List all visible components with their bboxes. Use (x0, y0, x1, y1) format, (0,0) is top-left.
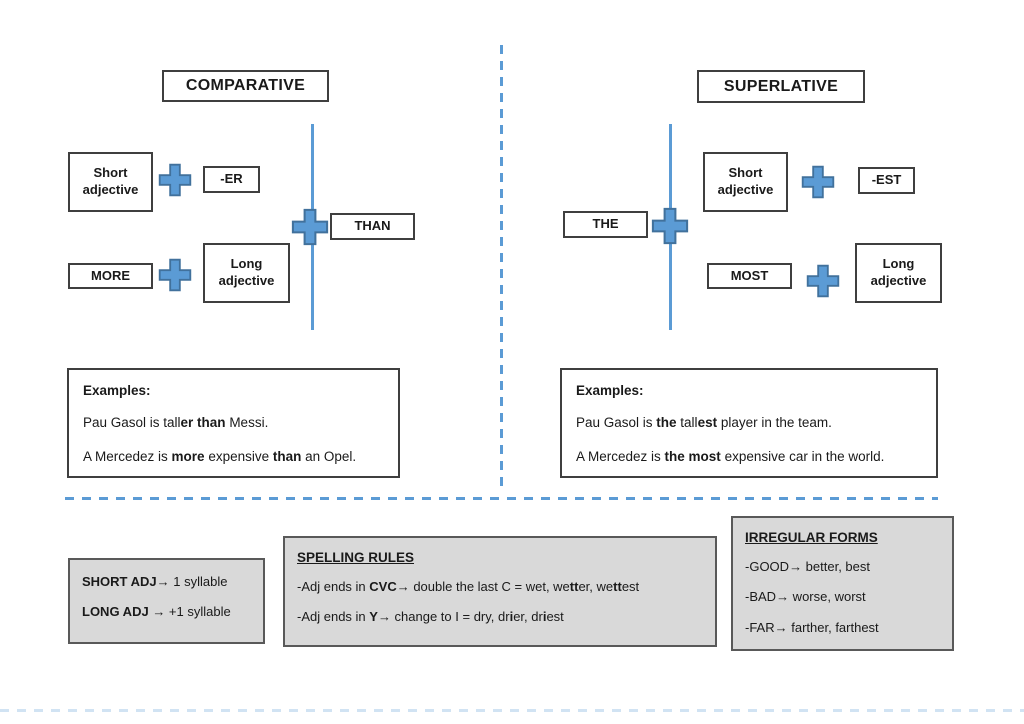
irregular-forms-box: IRREGULAR FORMS -GOOD→ better, best -BAD… (731, 516, 954, 651)
long-adjective-label: Long adjective (218, 256, 275, 288)
plus-icon (158, 258, 192, 292)
spelling-rules-box: SPELLING RULES -Adj ends in CVC→ double … (283, 536, 717, 647)
most-label: MOST (730, 267, 769, 283)
comparative-title: COMPARATIVE (185, 77, 306, 94)
syllable-rules-box: SHORT ADJ→ 1 syllable LONG ADJ → +1 syll… (68, 558, 265, 644)
irregular-forms-heading: IRREGULAR FORMS (745, 530, 878, 545)
rule-line: -Adj ends in Y→ change to I = dry, drier… (297, 609, 564, 625)
than-box: THAN (330, 213, 415, 240)
rule-line: -Adj ends in CVC→ double the last C = we… (297, 579, 640, 594)
most-box: MOST (707, 263, 792, 289)
examples-heading: Examples: (83, 383, 151, 398)
example-line: A Mercedez is the most expensive car in … (576, 448, 885, 464)
plus-icon (806, 264, 840, 298)
est-suffix-box: -EST (858, 167, 915, 194)
er-suffix-label: -ER (220, 171, 243, 187)
horizontal-dashed-divider (65, 497, 938, 500)
superlative-title: SUPERLATIVE (723, 77, 839, 95)
comparative-examples-box: Examples: Pau Gasol is taller than Messi… (67, 368, 400, 478)
plus-icon (801, 165, 835, 199)
superlative-long-adjective-box: Long adjective (855, 243, 942, 303)
plus-icon (158, 163, 192, 197)
example-line: Pau Gasol is the tallest player in the t… (576, 415, 832, 430)
more-box: MORE (68, 263, 153, 289)
short-adjective-label: Short adjective (82, 165, 139, 197)
superlative-short-adjective-box: Short adjective (703, 152, 788, 212)
rule-line: -FAR→ farther, farthest (745, 619, 879, 635)
rule-line: -GOOD→ better, best (745, 559, 870, 574)
superlative-examples-box: Examples: Pau Gasol is the tallest playe… (560, 368, 938, 478)
bottom-dashed-line (0, 709, 1024, 712)
est-suffix-label: -EST (871, 172, 902, 188)
example-line: A Mercedez is more expensive than an Ope… (83, 448, 357, 464)
than-label: THAN (354, 218, 391, 234)
short-adjective-label: Short adjective (717, 165, 774, 197)
rule-line: LONG ADJ → +1 syllable (82, 604, 231, 620)
example-line: Pau Gasol is taller than Messi. (83, 415, 269, 430)
the-label: THE (592, 216, 619, 232)
rule-line: -BAD→ worse, worst (745, 589, 866, 605)
vertical-dashed-divider (500, 45, 503, 490)
the-box: THE (563, 211, 648, 238)
er-suffix-box: -ER (203, 166, 260, 193)
rule-line: SHORT ADJ→ 1 syllable (82, 574, 228, 589)
examples-heading: Examples: (576, 383, 644, 398)
comparative-title-box: COMPARATIVE (162, 70, 329, 102)
plus-icon (291, 208, 329, 246)
plus-icon (651, 207, 689, 245)
superlative-title-box: SUPERLATIVE (697, 70, 865, 103)
comparative-short-adjective-box: Short adjective (68, 152, 153, 212)
comparative-long-adjective-box: Long adjective (203, 243, 290, 303)
spelling-rules-heading: SPELLING RULES (297, 550, 415, 565)
long-adjective-label: Long adjective (870, 256, 927, 288)
more-label: MORE (91, 267, 130, 283)
